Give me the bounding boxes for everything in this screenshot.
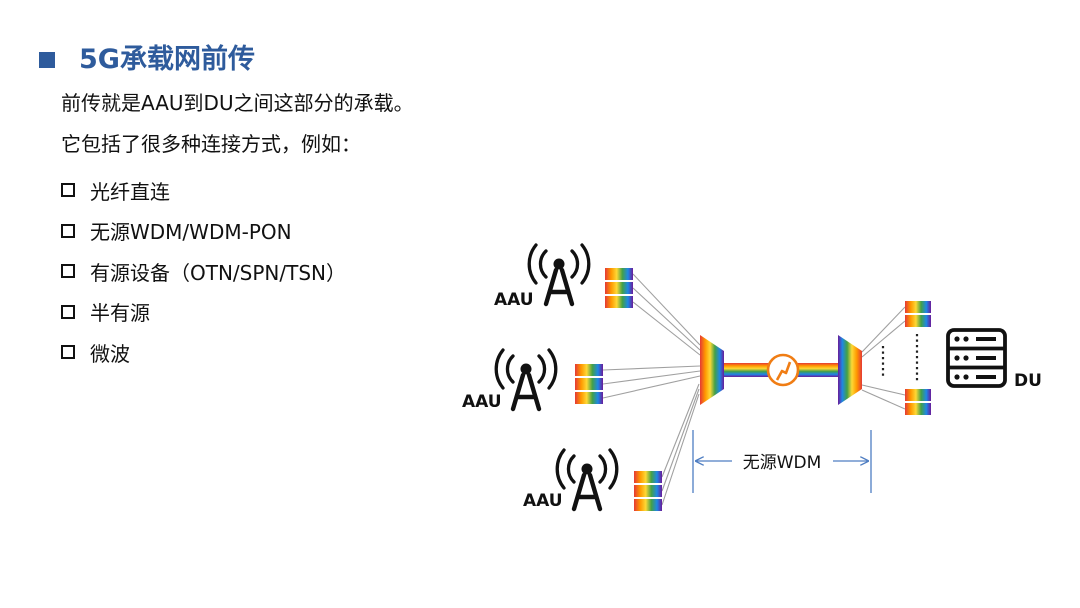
aau-label-2: AAU	[462, 392, 502, 412]
checkbox-icon	[61, 304, 75, 319]
title-bullet-icon	[39, 52, 55, 68]
aau-label-1: AAU	[494, 290, 534, 310]
antenna-tower-icon	[555, 448, 619, 512]
intro-line-1: 前传就是AAU到DU之间这部分的承载。	[61, 91, 414, 115]
list-item: 无源WDM/WDM-PON	[61, 211, 346, 252]
span-indicator	[692, 430, 872, 493]
wavelength-module-du-top	[905, 301, 931, 327]
fiber-group-aau-mux	[602, 273, 701, 506]
server-icon	[946, 328, 1007, 388]
wdm-demux	[838, 335, 862, 405]
checkbox-icon	[61, 223, 75, 238]
page-title: 5G承载网前传	[79, 44, 255, 75]
antenna-tower-icon	[527, 243, 591, 307]
aau-label-3: AAU	[523, 491, 563, 511]
wdm-mux	[700, 335, 724, 405]
connection-list: 光纤直连 无源WDM/WDM-PON 有源设备（OTN/SPN/TSN） 半有源…	[61, 170, 346, 373]
du-label: DU	[1014, 371, 1042, 391]
list-item: 光纤直连	[61, 170, 346, 211]
list-item-label: 有源设备（OTN/SPN/TSN）	[90, 260, 346, 285]
list-item-label: 光纤直连	[90, 179, 170, 204]
list-item-label: 半有源	[90, 301, 150, 326]
checkbox-icon	[61, 264, 75, 279]
wavelength-module-3	[634, 471, 662, 511]
list-item: 微波	[61, 332, 346, 373]
wavelength-module-du-bottom	[905, 389, 931, 415]
list-item: 有源设备（OTN/SPN/TSN）	[61, 251, 346, 292]
wavelength-module-1	[605, 268, 633, 308]
checkbox-icon	[61, 183, 75, 198]
fiber-group-demux-du	[861, 306, 906, 410]
list-item-label: 无源WDM/WDM-PON	[90, 220, 292, 245]
list-item: 半有源	[61, 292, 346, 333]
antenna-tower-icon	[494, 348, 558, 412]
intro-line-2: 它包括了很多种连接方式，例如：	[61, 132, 361, 156]
link-icon	[766, 353, 800, 387]
span-label: 无源WDM	[743, 453, 822, 473]
wavelength-module-2	[575, 364, 603, 404]
checkbox-icon	[61, 345, 75, 360]
list-item-label: 微波	[90, 341, 130, 366]
ellipsis-dots	[881, 334, 919, 382]
